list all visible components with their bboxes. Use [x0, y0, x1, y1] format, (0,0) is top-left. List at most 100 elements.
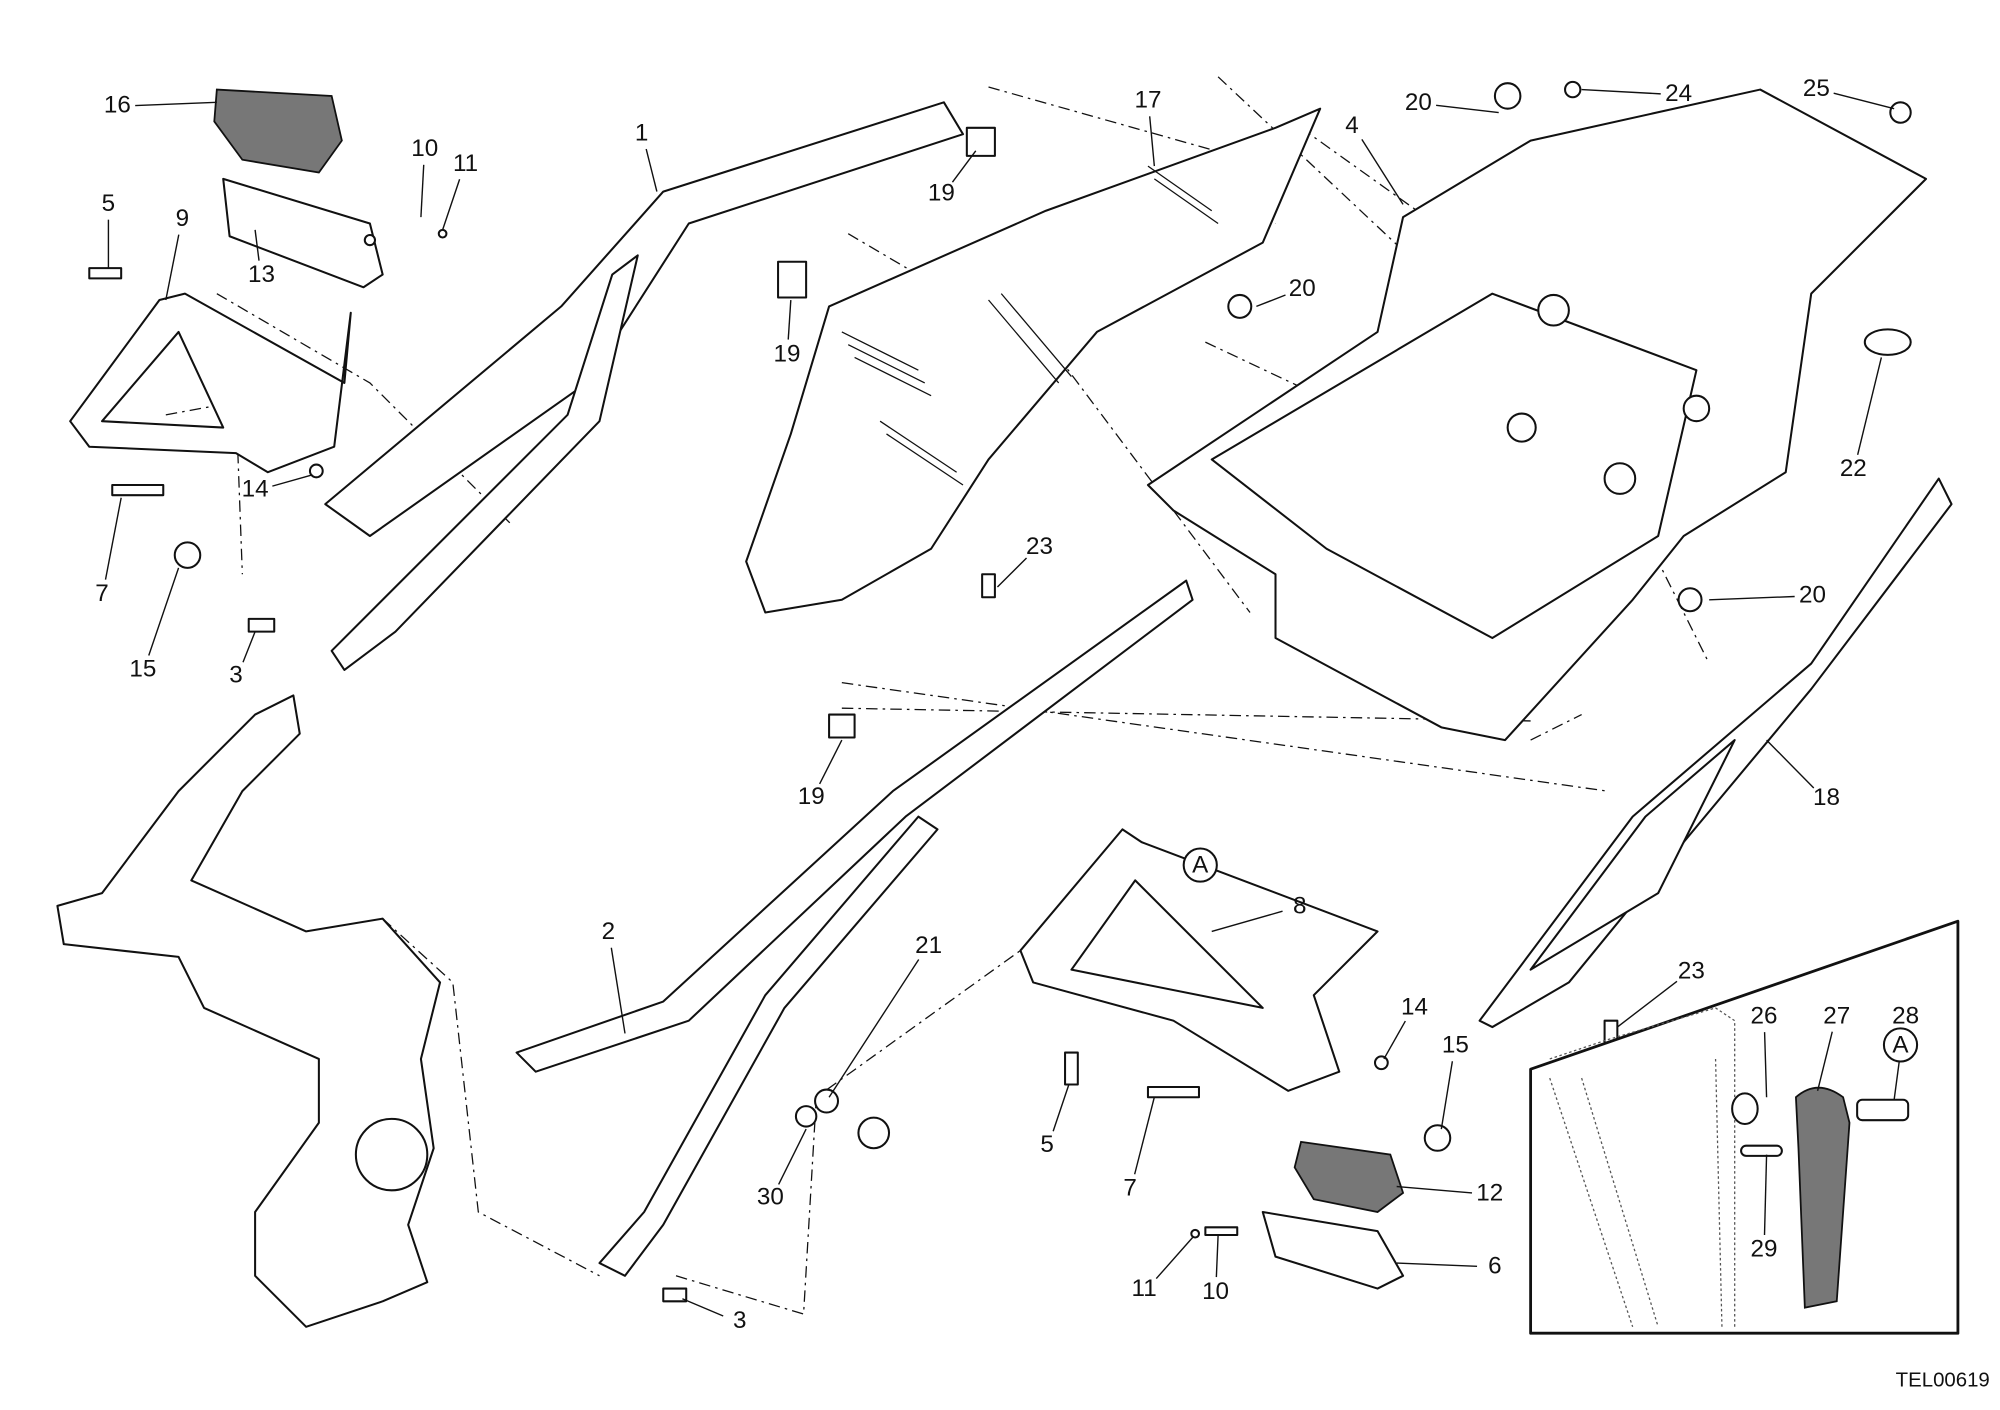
part-number-label: 27	[1823, 1002, 1850, 1029]
leader-line	[1215, 1234, 1219, 1278]
leader-line	[165, 234, 180, 301]
part-number-label: 3	[229, 662, 242, 689]
leader-line	[819, 739, 843, 785]
part-number-label: 24	[1665, 80, 1692, 107]
part-number-label: 7	[95, 580, 108, 607]
part-number-label: 20	[1799, 581, 1826, 608]
leader-line	[420, 164, 425, 218]
subframe-right-2	[515, 579, 1194, 1073]
leader-line	[1361, 138, 1404, 205]
part-number-label: 19	[928, 180, 955, 207]
inset-marker-label: A	[1892, 1032, 1909, 1059]
part-number-label: 18	[1813, 784, 1840, 811]
part-number-label: 7	[1123, 1174, 1136, 1201]
pin-7	[111, 483, 165, 497]
leader-line	[1616, 980, 1678, 1028]
part-number-label: 15	[129, 655, 156, 682]
leader-line	[777, 1128, 807, 1185]
leader-line	[1396, 1262, 1478, 1267]
leader-line	[1133, 1097, 1156, 1175]
mount-hole	[1682, 394, 1711, 423]
leader-line	[1436, 104, 1499, 114]
undertray-ribs	[841, 165, 1219, 486]
part-number-label: 20	[1289, 275, 1316, 302]
part-number-label: 16	[104, 92, 131, 119]
screw-24	[1564, 80, 1582, 99]
screw-5	[1064, 1051, 1079, 1086]
leader-line	[1149, 116, 1156, 167]
leader-line	[254, 229, 260, 261]
footpeg-rubber-12	[1293, 1140, 1405, 1213]
ball-11	[1190, 1228, 1200, 1239]
seat-tray-inner	[1210, 292, 1698, 640]
leader-line	[682, 1298, 724, 1317]
leader-line	[1155, 1237, 1194, 1280]
leader-line	[1211, 910, 1283, 933]
nut-15	[1423, 1124, 1452, 1152]
washer-14	[308, 463, 324, 479]
undertray-17	[745, 107, 1322, 614]
part-number-label: 22	[1840, 455, 1867, 482]
washer-14	[1373, 1055, 1389, 1071]
main-frame-plate	[56, 694, 442, 1328]
leader-line	[272, 474, 313, 487]
pin-7	[1146, 1085, 1200, 1099]
screw-3	[247, 617, 276, 633]
part-number-label: 3	[733, 1307, 746, 1334]
ball-11	[437, 228, 448, 239]
part-number-label: 14	[1401, 993, 1428, 1020]
grommet-20	[1493, 82, 1522, 110]
screw-3	[662, 1287, 688, 1303]
part-number-label: 29	[1751, 1236, 1778, 1263]
leader-line	[996, 557, 1028, 588]
footrest-bracket-9	[69, 292, 352, 474]
part-number-label: 1	[635, 120, 648, 147]
plug-22	[1863, 328, 1912, 356]
part-number-label: 19	[798, 783, 825, 810]
subframe-right-2-lower	[598, 815, 939, 1277]
part-number-label: 9	[176, 205, 189, 232]
leader-line	[135, 101, 217, 107]
part-number-label: 17	[1134, 86, 1161, 113]
leader-line	[610, 947, 626, 1034]
leader-line	[828, 959, 920, 1098]
leader-line	[1766, 739, 1815, 789]
part-number-label: 19	[774, 340, 801, 367]
clip-30	[794, 1105, 818, 1128]
footpeg-rubber-16	[213, 88, 343, 174]
clip-nut-19	[828, 713, 856, 739]
detail-marker-a: A	[1182, 847, 1218, 883]
leader-line	[1256, 294, 1286, 308]
part-number-label: 4	[1345, 112, 1358, 139]
leader-line	[1709, 595, 1795, 601]
screw-5	[88, 267, 123, 280]
grommet-20	[1677, 587, 1703, 613]
detail-inset-a	[1529, 919, 1960, 1335]
plug-25	[1889, 101, 1912, 124]
part-number-label: 15	[1442, 1032, 1469, 1059]
part-number-label: 14	[242, 475, 269, 502]
detail-marker-label: A	[1192, 852, 1209, 879]
inset-marker-a: A	[1882, 1027, 1919, 1063]
part-number-label: 23	[1026, 533, 1053, 560]
spring-10	[363, 233, 377, 247]
leader-line	[645, 148, 658, 192]
part-number-label: 6	[1488, 1252, 1501, 1279]
part-number-label: 21	[915, 932, 942, 959]
leader-line	[1763, 1032, 1768, 1098]
leader-line	[104, 497, 122, 580]
part-number-label: 2	[602, 918, 615, 945]
part-number-label: 5	[1040, 1131, 1053, 1158]
part-number-label: 11	[1132, 1275, 1157, 1302]
leader-line	[148, 567, 180, 656]
part-number-label: 10	[411, 135, 438, 162]
mount-hole	[1603, 462, 1637, 495]
leader-line	[1856, 357, 1883, 455]
part-number-label: 30	[757, 1183, 784, 1210]
part-number-label: 23	[1678, 958, 1705, 985]
mount-hole	[1537, 293, 1570, 327]
part-number-label: 8	[1293, 893, 1306, 920]
subframe-left-1-lower	[330, 254, 639, 671]
